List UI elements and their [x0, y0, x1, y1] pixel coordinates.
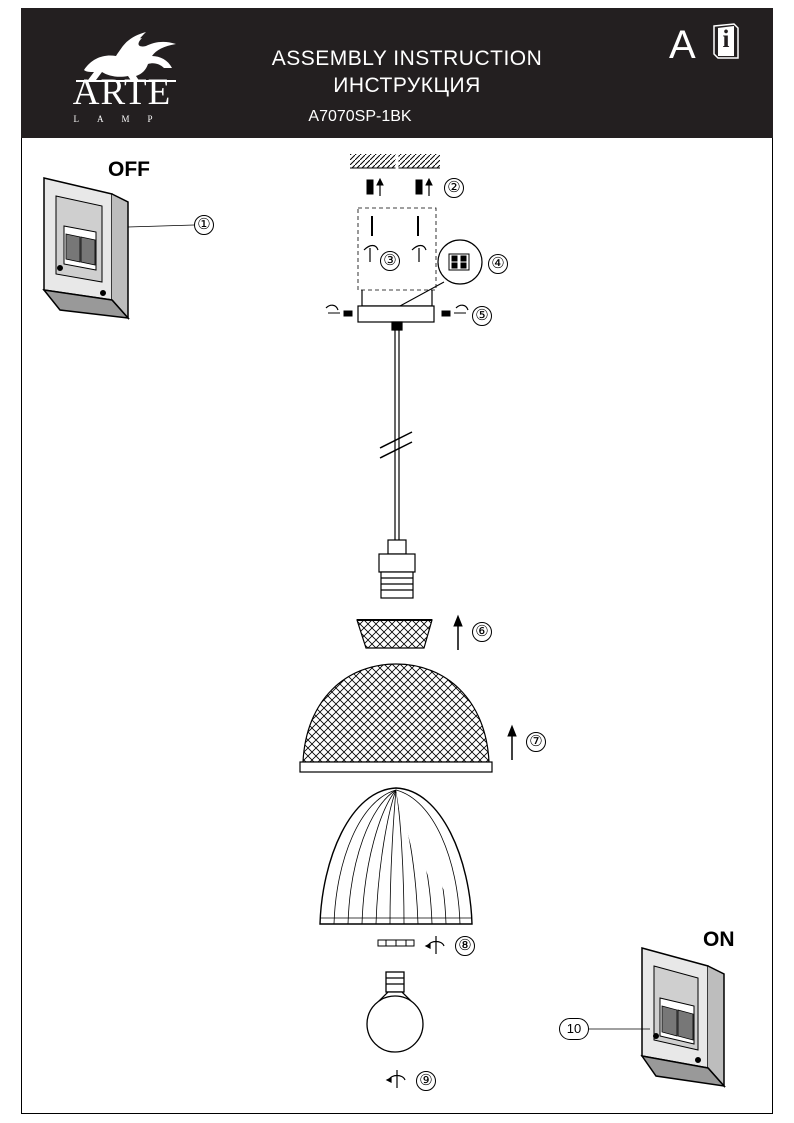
switch-on-label: ON: [703, 928, 735, 951]
arrow-up-icon: [453, 614, 463, 650]
top-ring-icon: [356, 619, 433, 649]
model-number: A7070SP-1BK: [308, 108, 412, 125]
rotate-icon: [424, 936, 445, 954]
ring-nut-icon: [377, 939, 415, 947]
step-9-callout: ⑨: [416, 1071, 436, 1091]
info-letter: i: [722, 26, 730, 53]
brand-wordmark: ARTE: [72, 72, 172, 113]
wall-switch-on-icon: [640, 947, 726, 1088]
title-english: ASSEMBLY INSTRUCTION: [271, 47, 543, 70]
wall-switch-off-icon: [42, 177, 130, 320]
step-6-callout: ⑥: [472, 622, 492, 642]
rotate-icon: [369, 248, 420, 262]
switch-off-label: OFF: [108, 158, 150, 181]
brand-subline: LAMP: [73, 114, 171, 124]
rotate-icon: [385, 1070, 406, 1088]
step-1-callout: ①: [194, 215, 214, 235]
griffin-logo-icon: [76, 32, 176, 82]
step-10-callout: 10: [559, 1018, 589, 1040]
suspension-cable-icon: [379, 330, 413, 540]
mounting-bracket-icon: [357, 207, 437, 291]
step-8-callout: ⑧: [455, 936, 475, 956]
step-5-callout: ⑤: [472, 306, 492, 326]
category-letter: A: [669, 23, 696, 67]
inner-ribbed-shade-icon: [319, 787, 473, 925]
arrow-up-icon: [507, 724, 517, 760]
header-bar: ARTE LAMP ASSEMBLY INSTRUCTION ИНСТРУКЦИ…: [21, 8, 773, 138]
step-4-callout: ④: [488, 254, 508, 274]
title-russian: ИНСТРУКЦИЯ: [333, 74, 481, 97]
side-screw-icon: [328, 310, 466, 317]
step-7-callout: ⑦: [526, 732, 546, 752]
wall-plug-icon: [366, 177, 433, 196]
light-bulb-icon: [366, 971, 424, 1053]
outer-mesh-shade-icon: [299, 663, 493, 773]
info-book-icon: i: [710, 22, 742, 60]
canopy-icon: [357, 290, 435, 331]
ceiling-hatch-icon: [350, 152, 440, 170]
rotate-icon: [325, 304, 469, 311]
terminal-block-icon: [399, 239, 483, 307]
step-3-callout: ③: [380, 251, 400, 271]
lamp-holder-icon: [378, 539, 416, 599]
step-2-callout: ②: [444, 178, 464, 198]
